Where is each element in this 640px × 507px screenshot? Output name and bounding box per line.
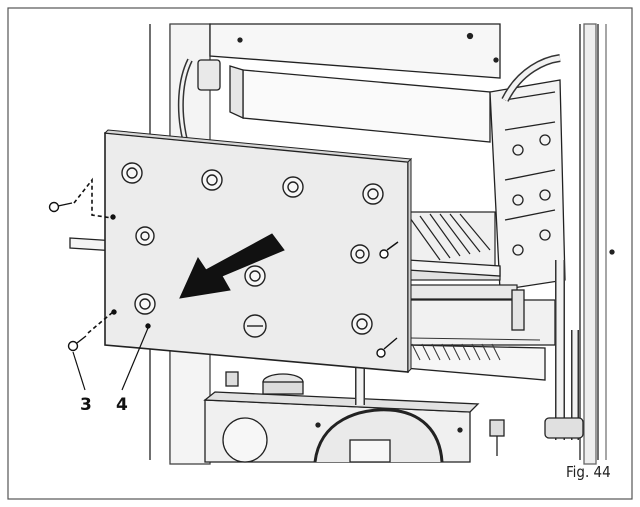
fixing-screws <box>48 177 399 358</box>
callout-leaders <box>72 327 149 391</box>
screw-bottom-left-icon <box>67 335 87 352</box>
callout-4: 4 <box>116 395 128 415</box>
callout-3: 3 <box>80 395 92 415</box>
panel-bolts <box>121 162 384 338</box>
screw-right-top-icon <box>379 241 399 259</box>
screw-top-left-icon <box>48 201 73 213</box>
boiler-housing <box>149 23 615 465</box>
removal-direction-arrow-icon <box>179 233 285 299</box>
screw-right-bottom-icon <box>376 337 398 358</box>
figure-label: Fig. 44 <box>566 463 611 481</box>
